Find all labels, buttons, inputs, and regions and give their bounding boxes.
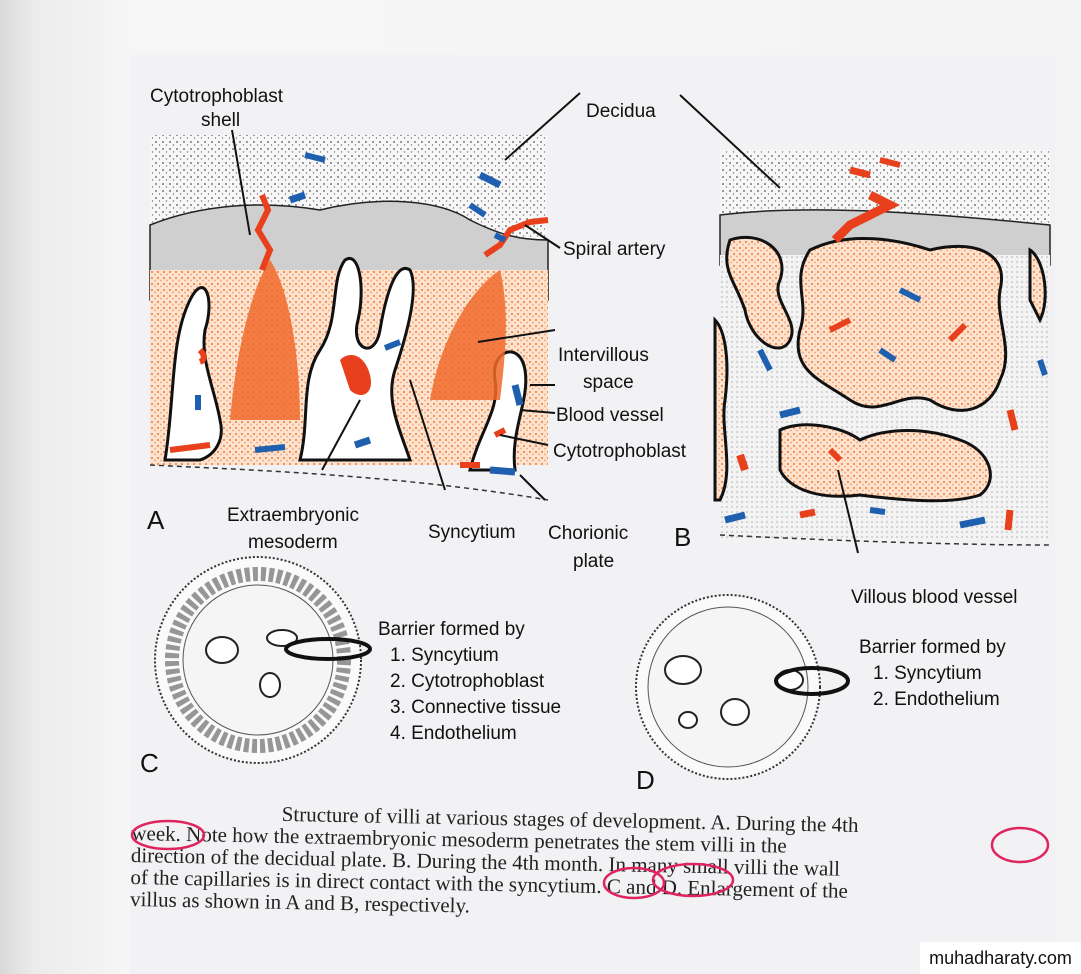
barrier-d-item: 1. Syncytium <box>873 663 982 684</box>
barrier-c-list: 1. Syncytium 2. Cytotrophoblast 3. Conne… <box>378 643 561 747</box>
panel-letter-c: C <box>140 748 159 778</box>
label-villous-blood-vessel: Villous blood vessel <box>851 587 1018 608</box>
barrier-d-item: 2. Endothelium <box>873 689 1000 710</box>
barrier-c-item: 1. Syncytium <box>390 645 499 666</box>
barrier-d-title: Barrier formed by <box>859 637 1006 658</box>
panel-b-villi <box>713 157 1051 546</box>
figure-caption: Structure of villi at various stages of … <box>130 800 1032 927</box>
label-syncytium: Syncytium <box>428 522 516 543</box>
label-cytotrophoblast-shell: Cytotrophoblast <box>150 86 284 107</box>
label-extraembryonic-mesoderm: Extraembryonic <box>227 505 359 526</box>
panel-c-cross-section <box>154 556 372 764</box>
label-intervillous-space: Intervillous <box>558 345 649 366</box>
label-chorionic-plate: Chorionic <box>548 523 629 544</box>
barrier-d-list: 1. Syncytium 2. Endothelium <box>861 661 1000 713</box>
panel-letter-a: A <box>147 505 165 535</box>
barrier-c-item: 2. Cytotrophoblast <box>390 671 545 692</box>
label-extraembryonic-mesoderm-2: mesoderm <box>248 532 338 553</box>
barrier-c-item: 4. Endothelium <box>390 723 517 744</box>
panel-letter-b: B <box>674 522 692 552</box>
panel-letter-d: D <box>636 765 655 795</box>
leader-lines <box>231 92 859 554</box>
watermark: muhadharaty.com <box>920 942 1081 974</box>
panel-d-cross-section <box>635 594 850 780</box>
label-cytotrophoblast-shell-2: shell <box>201 110 241 131</box>
label-spiral-artery: Spiral artery <box>563 239 666 260</box>
label-intervillous-space-2: space <box>583 372 634 393</box>
panel-a-villi <box>149 152 549 501</box>
label-cytotrophoblast: Cytotrophoblast <box>553 441 687 462</box>
label-chorionic-plate-2: plate <box>573 551 615 572</box>
label-blood-vessel: Blood vessel <box>556 405 664 426</box>
barrier-c-item: 3. Connective tissue <box>390 697 562 718</box>
barrier-c-title: Barrier formed by <box>378 619 525 640</box>
label-decidua: Decidua <box>586 101 656 122</box>
